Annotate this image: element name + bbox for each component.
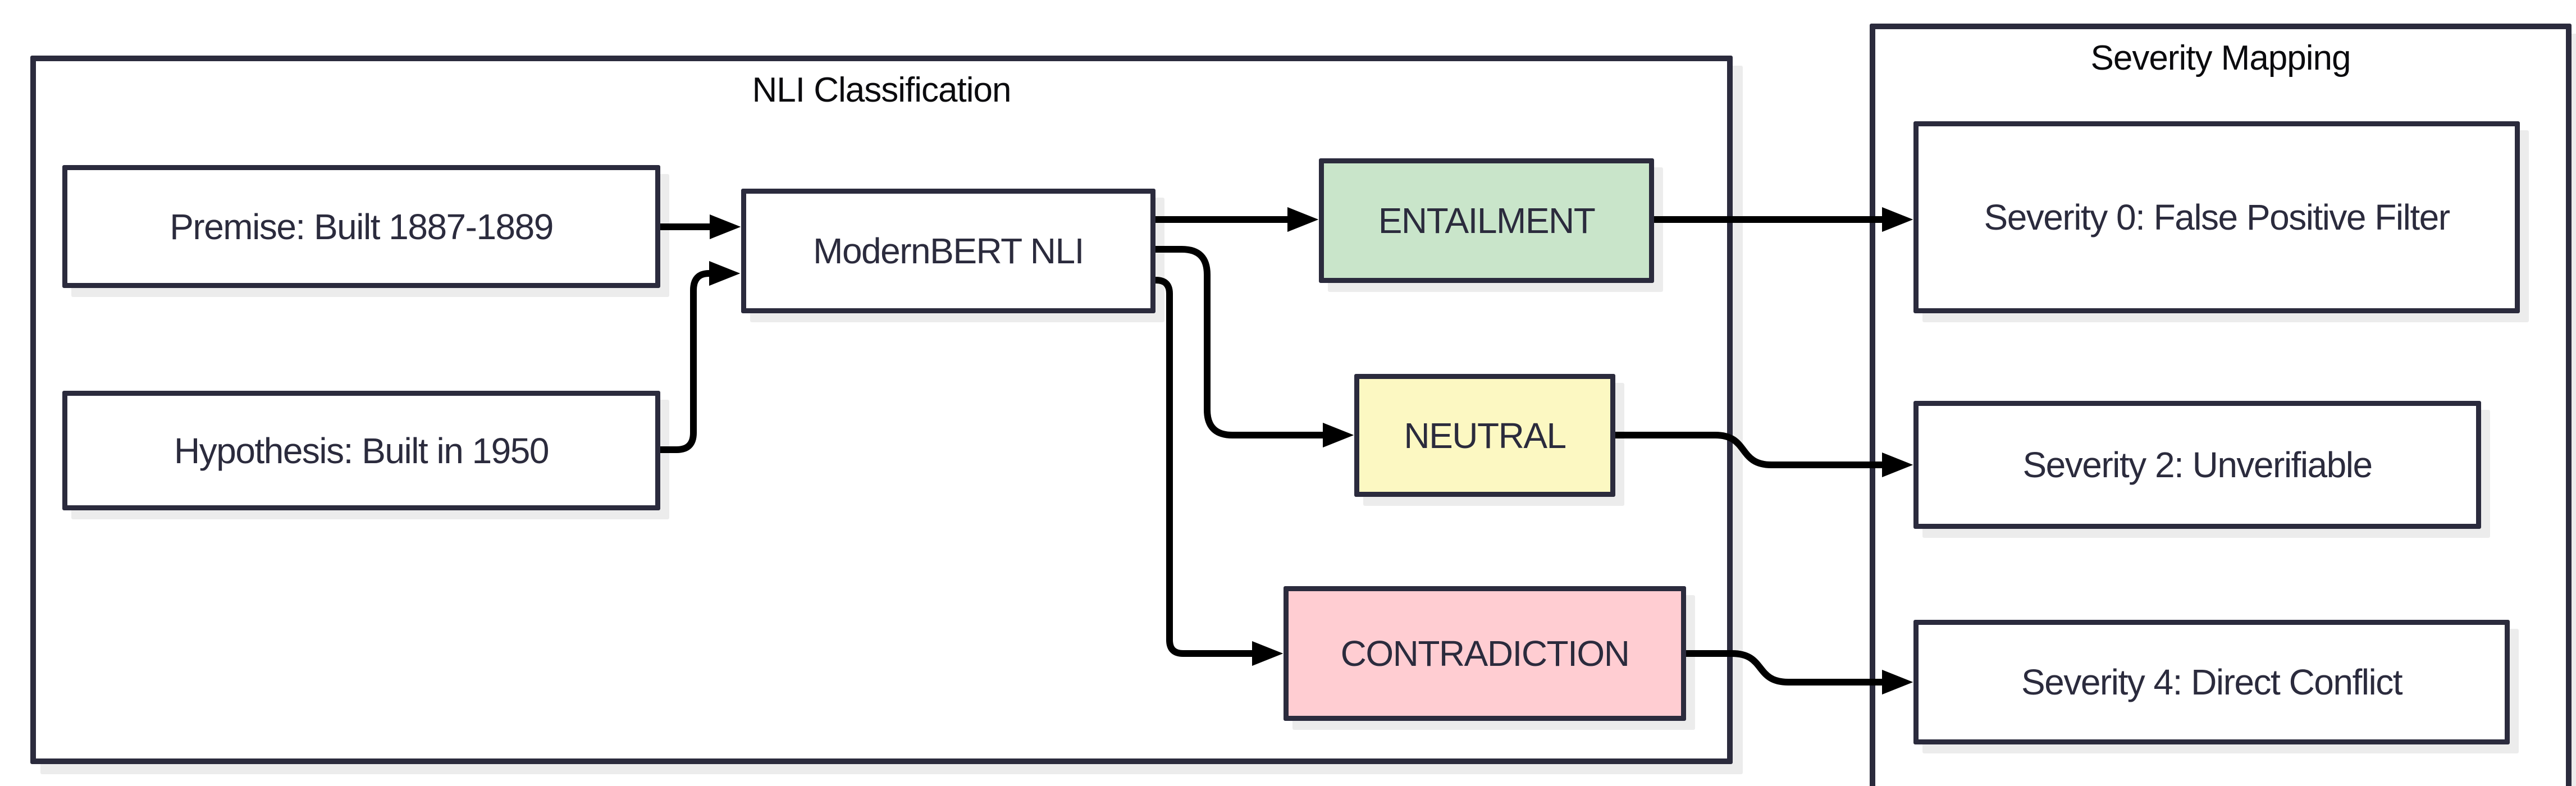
contradiction-node: CONTRADICTION <box>1284 586 1686 721</box>
neutral-node: NEUTRAL <box>1354 374 1615 497</box>
nli-container-title: NLI Classification <box>752 71 1012 109</box>
severity-2-node: Severity 2: Unverifiable <box>1913 401 2481 529</box>
entailment-node: ENTAILMENT <box>1319 158 1654 283</box>
premise-node: Premise: Built 1887-1889 <box>62 165 660 288</box>
severity-container-title: Severity Mapping <box>2090 39 2351 77</box>
modernbert-nli-node: ModernBERT NLI <box>741 189 1155 313</box>
severity-4-node: Severity 4: Direct Conflict <box>1913 620 2510 744</box>
severity-0-node: Severity 0: False Positive Filter <box>1913 121 2520 313</box>
hypothesis-node: Hypothesis: Built in 1950 <box>62 391 660 510</box>
